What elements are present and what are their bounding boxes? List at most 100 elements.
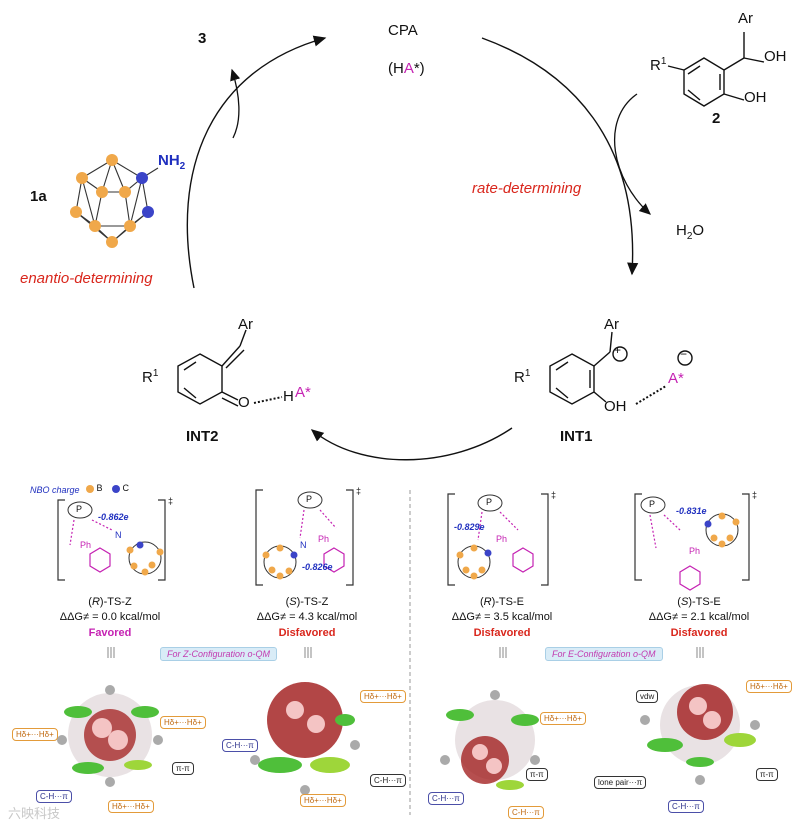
int1-astar: A* (668, 370, 684, 387)
compound-2-r1: R1 (650, 56, 666, 74)
product-3-label: 3 (198, 30, 207, 47)
boron-legend-text: B (96, 483, 103, 493)
ts-brackets (57, 489, 750, 586)
compound-2-ar: Ar (738, 10, 753, 27)
nci4-tag-lone-pair: lone pair···π (594, 776, 647, 789)
ts1-status: Favored (88, 627, 132, 639)
ts3-p: P (486, 497, 493, 507)
nci3-tag-pi-pi: π-π (526, 768, 548, 781)
r1-sup: 1 (660, 56, 667, 67)
nbo-legend-title: NBO charge (30, 485, 80, 495)
ts4-name-pre: ( (677, 596, 681, 608)
ts3-cfg: R (483, 596, 492, 608)
int1-plus: + (614, 343, 622, 357)
nci2-tag-hh-bottom: Hδ+···Hδ+ (300, 794, 346, 807)
amine-nh2: NH2 (158, 152, 185, 172)
ts2-status: Disfavored (278, 627, 336, 639)
ts1-cfg: R (91, 596, 100, 608)
int1-minus: − (680, 347, 688, 361)
int2-ar: Ar (238, 316, 253, 333)
nbo-legend-boron: B (86, 483, 103, 493)
compound-2-label: 2 (712, 110, 721, 127)
ts3-status: Disfavored (473, 627, 531, 639)
ts4-p: P (649, 499, 656, 509)
compound-2-oh-top: OH (764, 48, 787, 65)
nci1-tag-hh-bottom: Hδ+···Hδ+ (108, 800, 154, 813)
ts3-cluster (456, 544, 492, 580)
int2-structure (177, 329, 283, 407)
ts4-name: (S)-TS-E (634, 596, 764, 608)
r1-text: R (650, 57, 661, 74)
int1-structure (549, 331, 693, 405)
ts-sketch-phosphates (67, 491, 666, 519)
nci1-tag-ch-pi: C-H···π (36, 790, 72, 803)
nci1-tag-hh-right: Hδ+···Hδ+ (160, 716, 206, 729)
int2-r1: R1 (142, 368, 158, 386)
nci-render-1 (57, 685, 163, 787)
ts3-ph: Ph (496, 534, 508, 544)
ts2-cfg: S (289, 596, 297, 608)
arrow-int1-to-int2 (310, 427, 513, 461)
ts4-ph: Ph (689, 546, 701, 556)
int1-r1-text: R (514, 369, 525, 386)
enantio-determining-label: enantio-determining (20, 270, 153, 287)
nci4-tag-pi-pi: π-π (756, 768, 778, 781)
nci-render-2 (250, 682, 360, 795)
nh-text: NH (158, 152, 180, 169)
ts-sketch-phenols (89, 547, 701, 591)
ts3-name-pre: ( (479, 596, 484, 608)
ts1-name-post: )-TS-Z (99, 596, 132, 608)
nci3-tag-hh: Hδ+···Hδ+ (540, 712, 586, 725)
carbon-dot-icon (112, 484, 120, 493)
ts-equal-marks (107, 647, 704, 658)
ts3-name-post: )-TS-E (491, 596, 524, 608)
ts4-cluster (704, 512, 740, 548)
carborane-1a-structure (75, 159, 159, 243)
ts4-dagger: ‡ (752, 490, 758, 500)
nci4-tag-vdw: vdw (636, 690, 659, 703)
ts1-ph: Ph (80, 540, 92, 550)
ts4-charge: -0.831e (676, 506, 707, 516)
ts2-p: P (306, 494, 313, 504)
nci4-tag-hh: Hδ+···Hδ+ (746, 680, 792, 693)
int2-h: H (283, 388, 294, 405)
rate-determining-label: rate-determining (472, 180, 582, 197)
nci2-tag-hh-top: Hδ+···Hδ+ (360, 690, 406, 703)
nci-render-3 (440, 690, 540, 790)
ts2-name: (S)-TS-Z (242, 596, 372, 608)
ts4-ddg: ΔΔG≠ = 2.1 kcal/mol (648, 611, 750, 623)
ts3-charge: -0.829e (454, 522, 485, 532)
ts2-n: N (300, 540, 307, 550)
ts1-name: (R)-TS-Z (45, 596, 175, 608)
ts1-dagger: ‡ (168, 496, 174, 506)
amine-1a-label: 1a (30, 188, 47, 205)
ts2-ddg: ΔΔG≠ = 4.3 kcal/mol (256, 611, 358, 623)
boron-dot-icon (86, 484, 94, 493)
compound-2-oh-bottom: OH (744, 89, 767, 106)
catalyst-name: CPA (388, 22, 418, 39)
carbon-legend-text: C (122, 483, 130, 493)
int1-ar: Ar (604, 316, 619, 333)
ts3-ddg: ΔΔG≠ = 3.5 kcal/mol (451, 611, 553, 623)
ts3-name: (R)-TS-E (437, 596, 567, 608)
e-config-pill: For E-Configuration o-QM (545, 647, 663, 661)
int2-r1-text: R (142, 369, 153, 386)
nci1-tag-pi-pi: π-π (172, 762, 194, 775)
int2-label: INT2 (186, 428, 219, 445)
ts1-n: N (115, 530, 122, 540)
int2-r1-sup: 1 (152, 368, 159, 379)
ts2-cluster (262, 544, 298, 580)
compound-2-structure (667, 32, 765, 107)
ts2-name-post: )-TS-Z (296, 596, 329, 608)
arrow-product-3-out (230, 68, 241, 139)
carborane-1a-atoms (70, 154, 154, 248)
nci2-tag-ch-pi-right: C-H···π (370, 774, 406, 787)
ts1-ddg: ΔΔG≠ = 0.0 kcal/mol (59, 611, 161, 623)
water-byproduct: H2O (676, 222, 705, 242)
catalyst-formula: (HA*) (388, 60, 425, 77)
ts2-dagger: ‡ (356, 486, 362, 496)
nci2-tag-ch-pi-left: C-H···π (222, 739, 258, 752)
catalyst-a-atom: A (403, 60, 414, 77)
ts4-cfg: S (680, 596, 689, 608)
ts3-dagger: ‡ (551, 490, 557, 500)
